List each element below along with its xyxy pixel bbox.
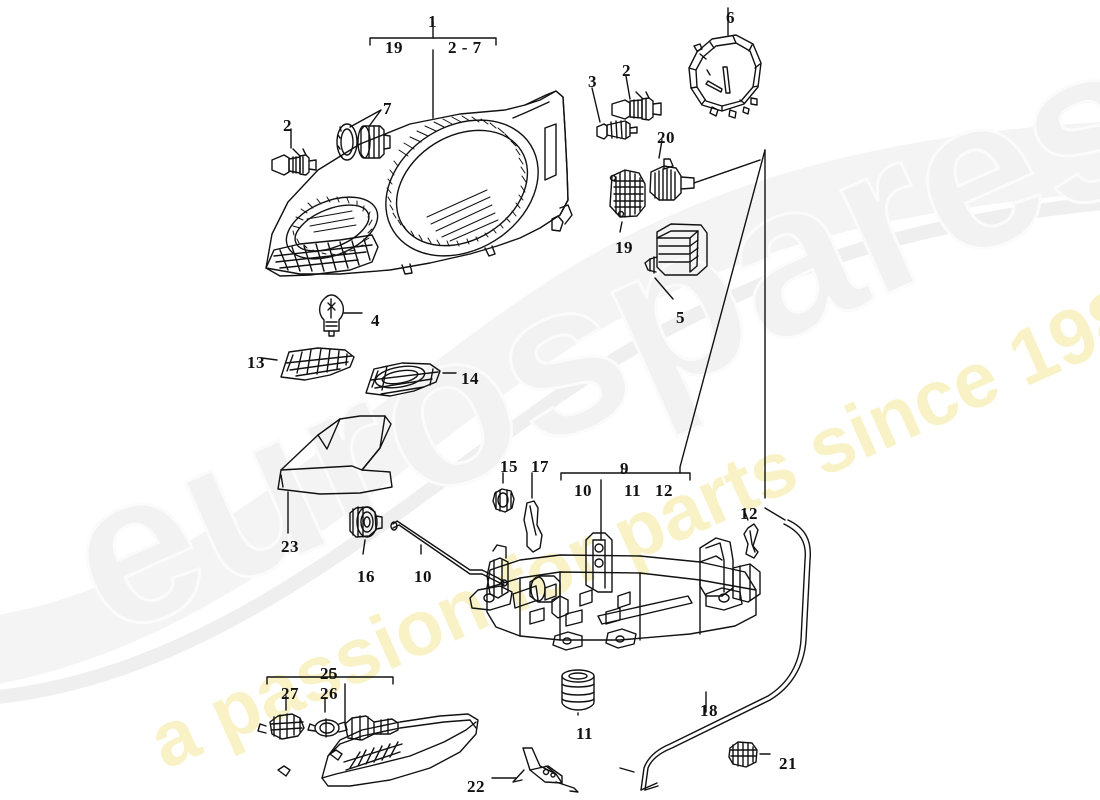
adjuster-nut-graphic <box>492 472 515 513</box>
bracket-turn-signal-graphic <box>266 669 394 725</box>
callout-bulb-holder-turn: 27 <box>281 684 299 703</box>
rubber-grommet-graphic <box>561 669 595 716</box>
bracket-carrier-graphic <box>560 465 691 541</box>
adjuster-screw-gear-graphic <box>349 506 383 555</box>
callout-bulb-h7-right: 2 <box>622 61 631 80</box>
cover-panel-graphic <box>277 415 393 534</box>
turn-signal-assembly-graphic <box>277 713 479 787</box>
callout-clip-fastener: 21 <box>779 754 797 773</box>
callout-connector-group: 19 <box>385 38 403 57</box>
watermark-swoosh <box>0 122 1100 684</box>
wire-rod-long-graphic <box>619 519 812 791</box>
callout-headlight-complete: 1 <box>428 12 437 31</box>
callout-adjuster-rod: 10 <box>414 567 432 586</box>
headlight-housing-graphic <box>265 90 573 277</box>
bulb-h7-left-graphic <box>271 128 317 176</box>
callout-bulb-seal-ring: 7 <box>383 99 392 118</box>
callout-connector-socket: 19 <box>615 238 633 257</box>
callout-bracket-small: 22 <box>467 777 485 796</box>
bulb-holder-turn-graphic <box>257 695 305 740</box>
reflector-bezel-ring-graphic <box>688 7 762 119</box>
connector-plug-graphic <box>649 139 761 201</box>
callout-wire-rod-long: 18 <box>700 701 718 720</box>
callout-turn-signal-assembly: 25 <box>320 664 338 683</box>
callout-bulb-turn-signal: 26 <box>320 684 338 703</box>
callout-carrier-sub-grommet: 11 <box>624 481 642 500</box>
callout-reflector-bezel-ring: 6 <box>726 8 735 27</box>
callout-clip-spring: 12 <box>740 504 758 523</box>
headlight-range-motor-graphic <box>644 223 708 300</box>
callout-adjuster-nut: 15 <box>500 457 518 476</box>
grille-insert-lens-graphic <box>365 362 457 397</box>
grille-insert-plain-graphic <box>261 347 355 381</box>
connector-socket-graphic <box>609 169 646 233</box>
callout-grille-insert-plain: 13 <box>247 353 265 372</box>
callout-grille-insert-lens: 14 <box>461 369 479 388</box>
callout-connector-plug: 20 <box>657 128 675 147</box>
callout-cover-panel: 23 <box>281 537 299 556</box>
watermark-swoosh-line <box>0 196 1100 704</box>
callout-rubber-grommet: 11 <box>576 724 594 743</box>
bulb-h7-right-graphic <box>611 75 662 121</box>
callout-bulb-h7-left: 2 <box>283 116 292 135</box>
bulb-seal-ring-graphic <box>336 109 391 161</box>
callout-bulb-group: 2 - 7 <box>448 38 482 57</box>
callout-carrier-assembly: 9 <box>620 459 629 478</box>
callout-carrier-sub-clip: 12 <box>655 481 673 500</box>
bulb-bayonet-graphic <box>318 294 363 337</box>
leader-12-long <box>679 149 786 521</box>
callout-adjuster-screw-gear: 16 <box>357 567 375 586</box>
callout-retaining-hook: 17 <box>531 457 549 476</box>
callout-carrier-sub-rod: 10 <box>574 481 592 500</box>
callout-bulb-small: 3 <box>588 72 597 91</box>
adjuster-rod-graphic <box>390 520 508 587</box>
callout-headlight-range-motor: 5 <box>676 308 685 327</box>
clip-fastener-graphic <box>728 741 771 768</box>
clip-spring-graphic <box>743 509 759 559</box>
bulb-small-graphic <box>591 87 638 140</box>
carrier-assembly-graphic <box>469 532 761 651</box>
bracket-small-graphic <box>491 747 579 793</box>
retaining-hook-graphic <box>523 472 543 553</box>
bracket-top-graphic <box>369 21 497 119</box>
callout-bulb-bayonet: 4 <box>371 311 380 330</box>
